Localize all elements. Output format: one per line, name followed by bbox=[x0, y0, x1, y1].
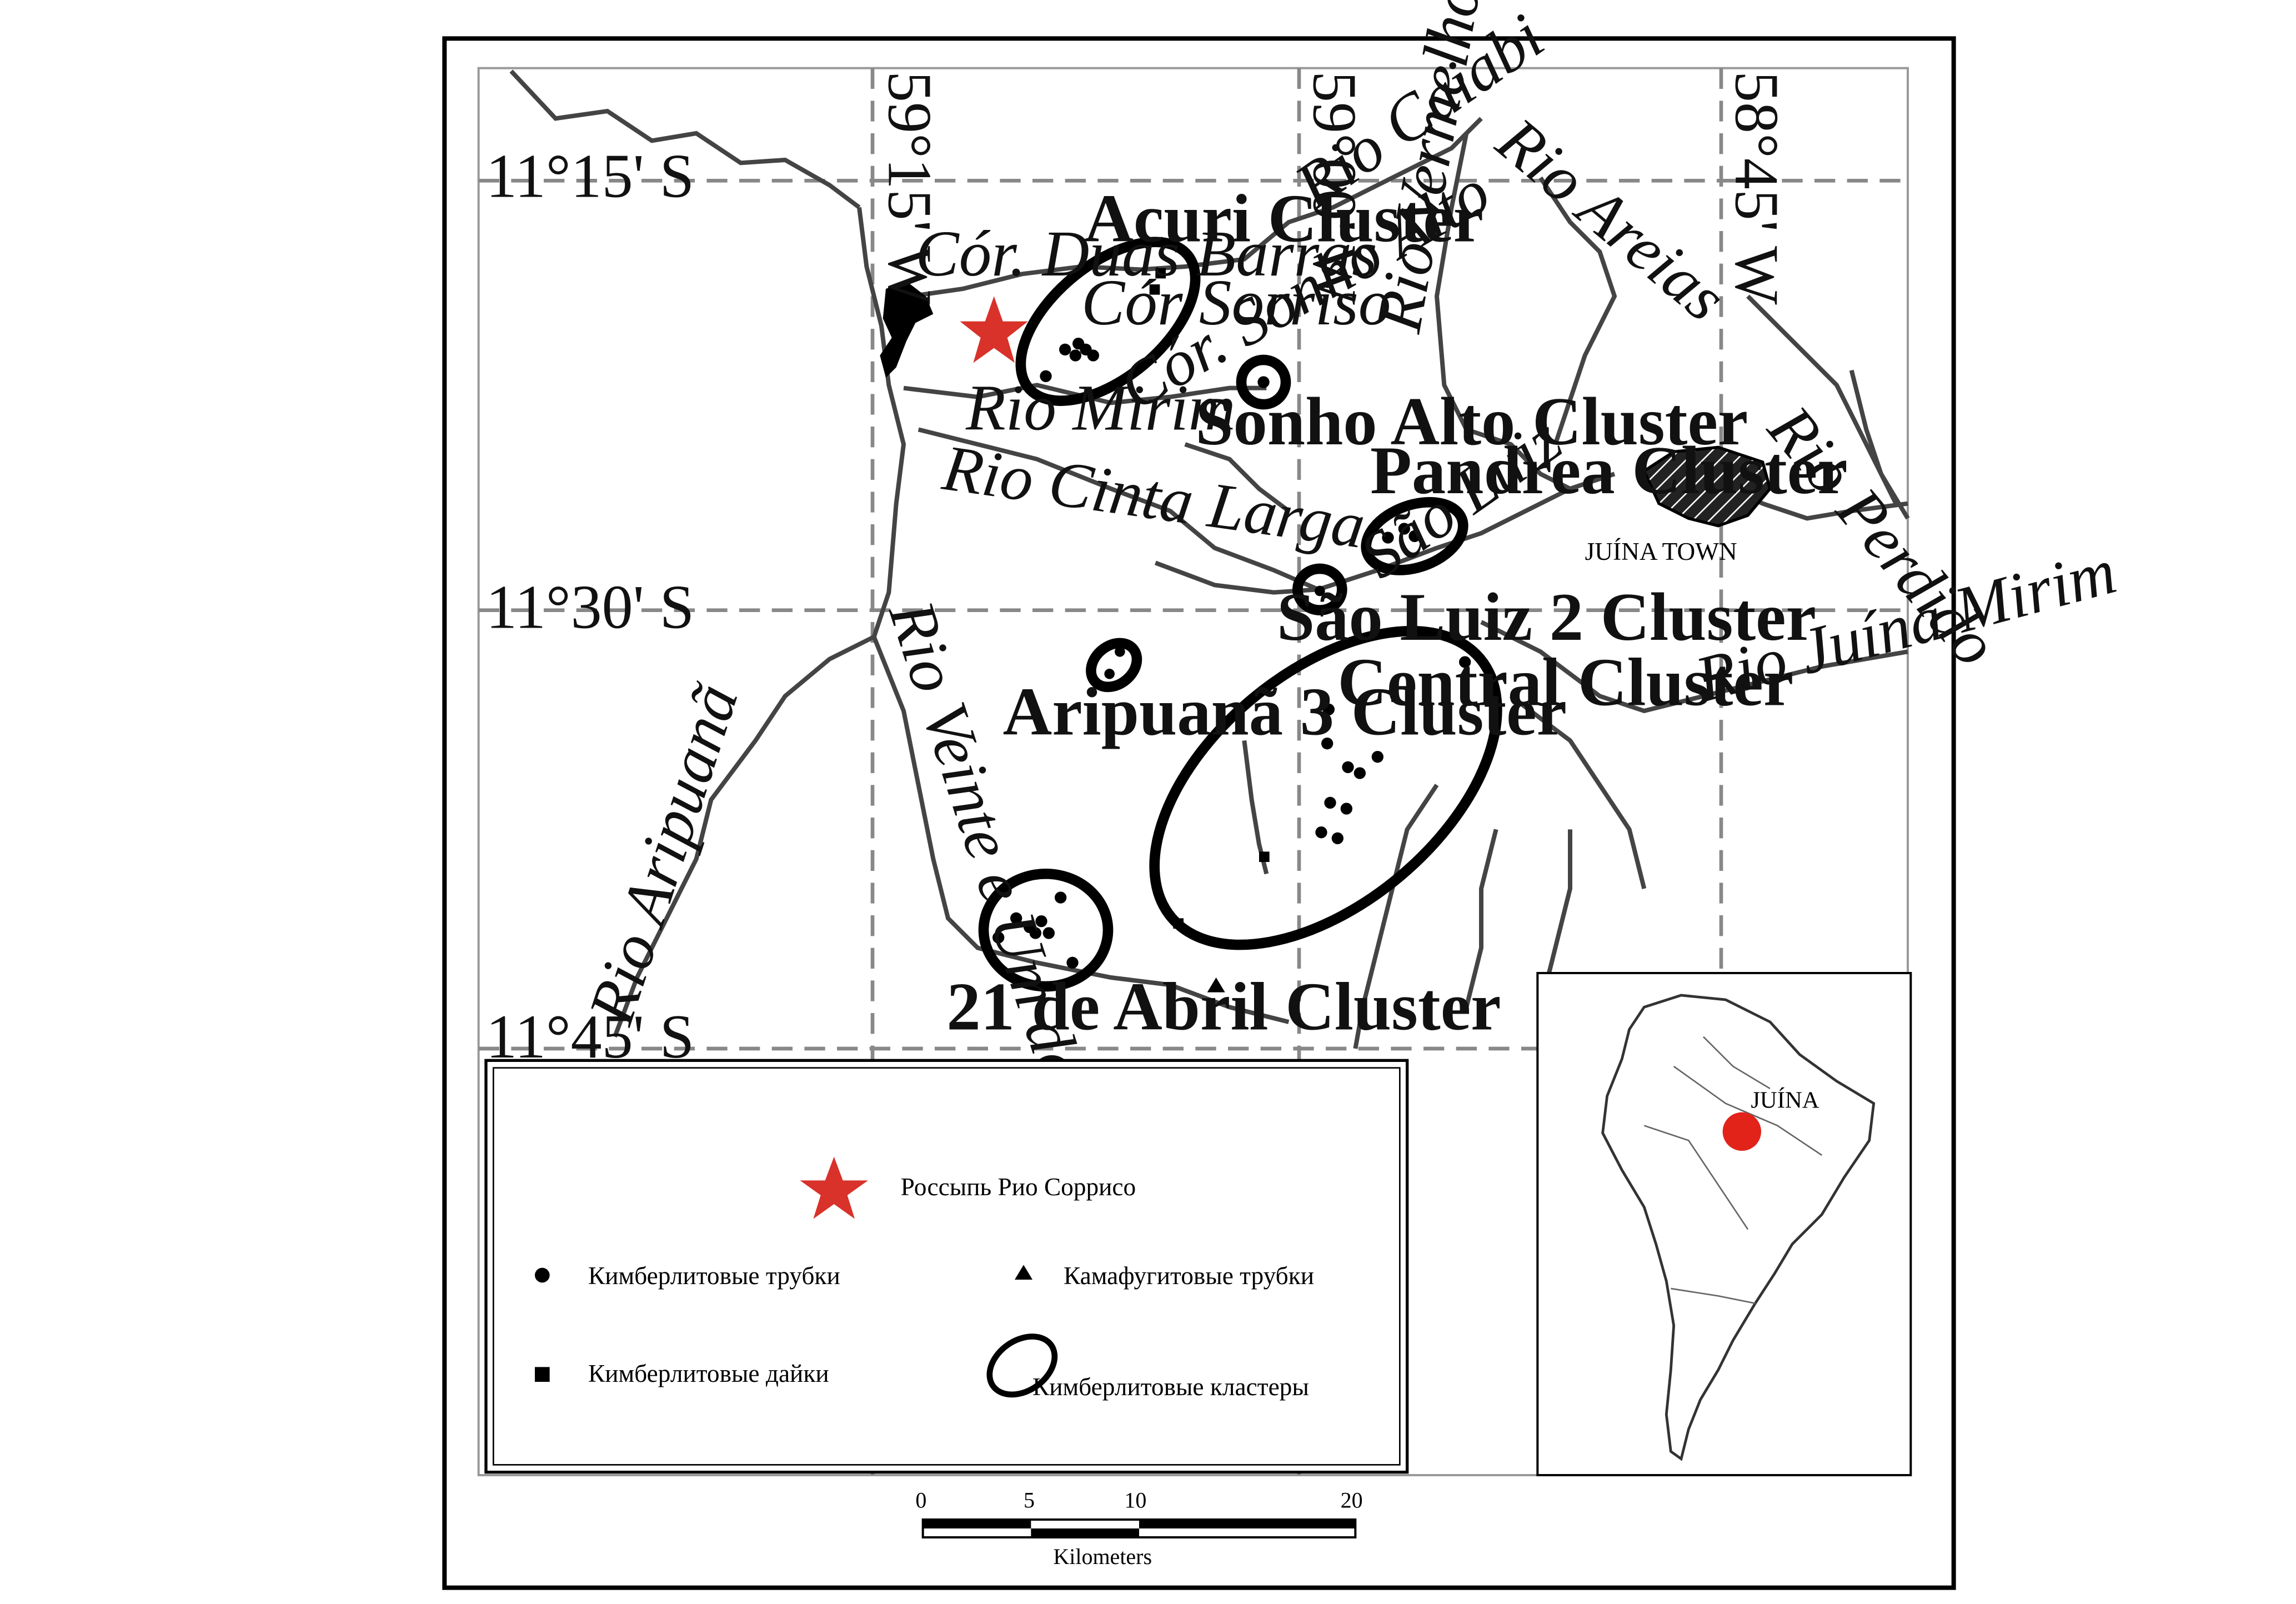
legend-ellipse-icon bbox=[986, 1334, 1058, 1398]
legend-star-icon bbox=[800, 1156, 868, 1219]
placer-star-icon bbox=[960, 296, 1028, 363]
reservoir-shape bbox=[880, 281, 934, 378]
pandrea-cluster-ellipse bbox=[1361, 497, 1468, 575]
lon-label-59-00: 59°00' W bbox=[1300, 71, 1369, 305]
legend-triangle-icon bbox=[1015, 1265, 1032, 1280]
legend-clusters-label: Кимберлитовые кластеры bbox=[1032, 1373, 1309, 1401]
south-america-outline bbox=[1601, 994, 1876, 1461]
sonho-alto-cluster-ellipse bbox=[1236, 354, 1291, 410]
central-cluster-ellipse bbox=[1149, 625, 1502, 950]
inset-juina-label: JUÍNA bbox=[1751, 1087, 1819, 1114]
scale-bar bbox=[921, 1518, 1357, 1538]
sonho-alto-cluster-label: Sonho Alto Cluster bbox=[1195, 384, 1748, 459]
legend-box bbox=[484, 1059, 1409, 1474]
acuri-cluster-label: Acuri Cluster bbox=[1084, 181, 1483, 257]
juina-town-area bbox=[1642, 445, 1772, 528]
central-cluster-label: Central Cluster bbox=[1337, 644, 1793, 720]
inset-map-frame bbox=[1536, 972, 1912, 1476]
scale-unit-label: Kilometers bbox=[1053, 1544, 1152, 1569]
scale-tick-10: 10 bbox=[1124, 1488, 1146, 1513]
kimberlite-occurrences bbox=[992, 268, 1471, 993]
aripuana-3-cluster-label: Aripuanã 3 Cluster bbox=[1003, 674, 1567, 750]
juina-town-label: JUÍNA TOWN bbox=[1585, 538, 1737, 565]
river-label-mirim: Rio Mirim bbox=[965, 372, 1236, 444]
sao-luiz-2-cluster-label: São Luiz 2 Cluster bbox=[1277, 579, 1816, 655]
lat-label-11-15: 11°15' S bbox=[486, 142, 694, 211]
pandrea-cluster-label: Pandrea Cluster bbox=[1370, 433, 1848, 508]
lon-label-59-15: 59°15' W bbox=[875, 71, 944, 305]
scale-tick-20: 20 bbox=[1341, 1488, 1363, 1513]
abril-21-cluster-label: 21 de Abril Cluster bbox=[946, 969, 1501, 1044]
aripuana-3-cluster-ellipse bbox=[1086, 638, 1142, 693]
lon-label-58-45: 58°45' W bbox=[1722, 71, 1791, 305]
lat-label-11-30: 11°30' S bbox=[486, 573, 694, 642]
inset-internal-borders bbox=[1643, 1036, 1823, 1304]
juina-location-marker bbox=[1722, 1112, 1761, 1151]
river-label-duas-barras: Cór. Duas Barras bbox=[915, 218, 1377, 290]
legend-kamafugite-label: Камафугитовые трубки bbox=[1064, 1262, 1314, 1290]
acuri-cluster-ellipse bbox=[1015, 237, 1201, 406]
sao-luiz-2-cluster-ellipse bbox=[1292, 563, 1347, 615]
legend-pipes-label: Кимберлитовые трубки bbox=[588, 1262, 840, 1290]
river-label-sorriso: Cór Sorriso bbox=[1081, 267, 1391, 339]
legend-pipe-icon bbox=[535, 1267, 550, 1283]
scale-tick-5: 5 bbox=[1024, 1488, 1035, 1513]
abril-21-cluster-ellipse bbox=[978, 868, 1114, 992]
graticule bbox=[478, 68, 1908, 1475]
legend-dikes-label: Кимберлитовые дайки bbox=[588, 1360, 829, 1387]
cluster-ellipses bbox=[978, 237, 1502, 992]
legend-square-icon bbox=[535, 1367, 550, 1382]
scale-tick-0: 0 bbox=[915, 1488, 926, 1513]
legend-placer-label: Россыпь Рио Соррисо bbox=[901, 1173, 1136, 1201]
